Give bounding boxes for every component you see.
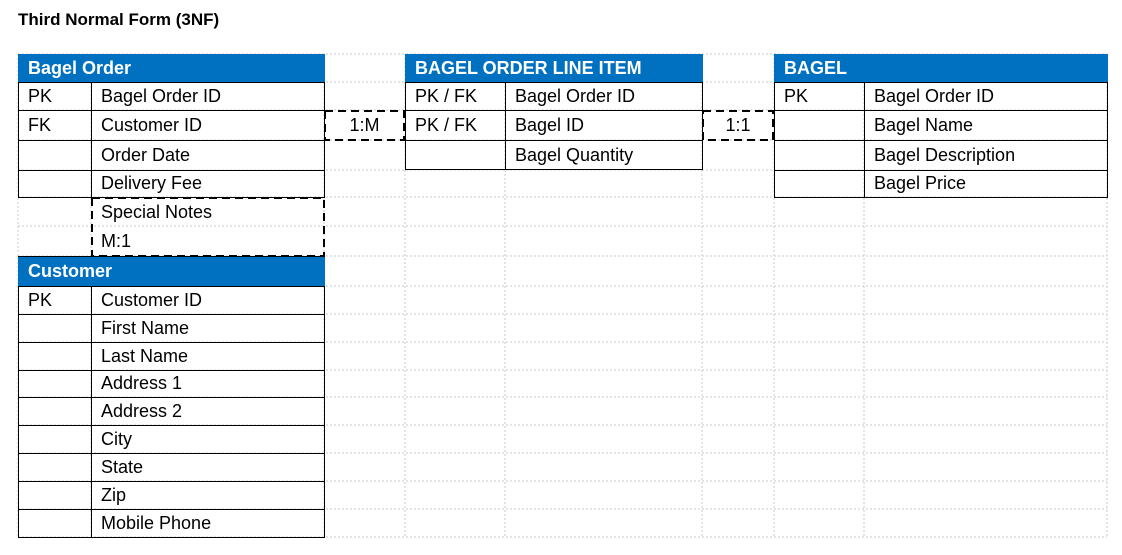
customer-field-2: First Name [101,318,190,338]
table-header-bagel-order: Bagel Order [18,54,325,82]
customer-field-1: Customer ID [101,290,203,310]
table-header-bagel: BAGEL [774,54,1108,82]
customer-key-1: PK [28,290,53,310]
page-title: Third Normal Form (3NF) [18,10,220,29]
line-item-field-3: Bagel Quantity [515,145,634,165]
bagel-order-field-4: Delivery Fee [101,173,203,193]
bagel-order-field-3: Order Date [101,145,191,165]
table-header-customer: Customer [18,257,325,286]
bagel-field-4: Bagel Price [874,173,967,193]
bagel-order-field-2: Customer ID [101,115,203,135]
relationship-order-to-line-item: 1:M [349,115,380,135]
bagel-field-2: Bagel Name [874,115,974,135]
line-item-key-1: PK / FK [415,86,478,106]
bagel-order-field-5: Special Notes [101,202,213,222]
relationship-order-to-customer: M:1 [101,231,132,251]
bagel-field-1: Bagel Order ID [874,86,995,106]
customer-field-6: City [101,429,132,449]
relationship-line-item-to-bagel: 1:1 [725,115,751,135]
bagel-order-field-1: Bagel Order ID [101,86,222,106]
customer-field-8: Zip [101,485,127,505]
line-item-field-1: Bagel Order ID [515,86,636,106]
bagel-order-key-2: FK [28,115,52,135]
bagel-key-1: PK [784,86,809,106]
bagel-field-3: Bagel Description [874,145,1016,165]
customer-field-3: Last Name [101,346,189,366]
line-item-key-2: PK / FK [415,115,478,135]
bagel-order-key-1: PK [28,86,53,106]
line-item-field-2: Bagel ID [515,115,585,135]
customer-field-7: State [101,457,144,477]
customer-field-4: Address 1 [101,373,183,393]
customer-field-9: Mobile Phone [101,513,212,533]
customer-field-5: Address 2 [101,401,183,421]
table-header-line-item: BAGEL ORDER LINE ITEM [405,54,703,82]
